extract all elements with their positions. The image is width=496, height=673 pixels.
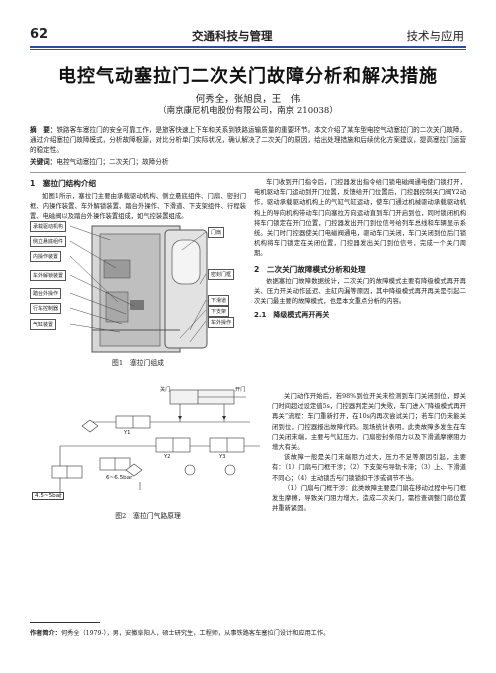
figure1-label: 承载驱动机构 (30, 221, 67, 232)
figure2-label-y2: Y2 (164, 454, 171, 460)
figure1-drawing (69, 225, 208, 353)
author-bio: 作者简介：何秀全（1979-），男，安徽阜阳人，硕士研究生，工程师，从事铁路客车… (30, 628, 466, 637)
figure2-label-y3: Y3 (219, 454, 226, 460)
section1-heading: 1 塞拉门结构介绍 (30, 179, 97, 188)
section1: 1 塞拉门结构介绍 如图1所示，塞拉门主要由承载驱动机构、侧立悬底组件、门扇、密… (30, 178, 246, 223)
right-column: 车门收到开门指令后，门控器发出指令给门锁电磁阀通电使门锁打开，电机驱动车门运动到… (254, 178, 466, 320)
figure1-label: 下支架 (208, 306, 230, 317)
header-rule-thin (30, 49, 466, 50)
header-rule (30, 46, 466, 48)
figure2: 6~6.5bar 4.5~5bar 关门 开门 Y1 Y2 Y3 (30, 386, 266, 504)
author-bio-text: 何秀全（1979-），男，安徽阜阳人，硕士研究生，工程师，从事铁路客车塞拉门设计… (60, 630, 330, 637)
journal-name: 交通科技与管理 (192, 29, 273, 43)
figure2-label-pressure-low: 4.5~5bar (32, 492, 65, 500)
section-name: 技术与应用 (406, 29, 465, 43)
section21-paragraph-1: 关门动作开始后，若98%到位开关未检测到车门关闭到位，即关门时间超过设定值5s，… (272, 393, 466, 452)
section21-heading: 2.1 降级模式再开再关 (254, 311, 330, 320)
figure1-label: 侧立悬底组件 (30, 236, 67, 247)
abstract-label: 摘 要： (30, 126, 57, 134)
figure2-label-y1: Y1 (124, 430, 131, 436)
right-paragraph-1: 车门收到开门指令后，门控器发出指令给门锁电磁阀通电使门锁打开，电机驱动车门运动到… (254, 179, 466, 258)
author-bio-label: 作者简介： (30, 630, 61, 637)
page-number: 62 (30, 27, 49, 42)
section2-heading: 2 二次关门故障模式分析和处理 (254, 264, 366, 274)
affiliation: （南京康尼机电股份有限公司，南京 210038） (158, 106, 338, 116)
keywords-label: 关键词： (30, 158, 57, 166)
figure2-label-close: 关门 (160, 387, 171, 393)
figure1-label: 行车控制器 (30, 303, 62, 314)
figure1-label: 踏台外操作 (30, 288, 62, 299)
keywords: 关键词：电控气动塞拉门；二次关门；故障分析 (30, 157, 466, 167)
abstract: 摘 要：铁路客车塞拉门的安全可靠工作，是旅客快速上下车和关系到铁路运输质量的重要… (30, 125, 466, 155)
figure1-label: 下滑道 (208, 295, 230, 306)
figure1-label: 内操作装置 (30, 251, 62, 262)
figure1-label: 车外操作 (208, 317, 235, 328)
section2-paragraph: 依据塞拉门故障数据统计，二次关门的故障模式主要有降级模式再开再关、压力开关动作延… (254, 277, 466, 306)
right-column-lower: 关门动作开始后，若98%到位开关未检测到车门关闭到位，即关门时间超过设定值5s，… (272, 392, 466, 514)
keywords-text: 电控气动塞拉门；二次关门；故障分析 (56, 158, 169, 166)
figure1-label: 密封门框 (208, 269, 235, 280)
section1-paragraph: 如图1所示，塞拉门主要由承载驱动机构、侧立悬底组件、门扇、密封门框、内操作装置、… (30, 193, 246, 221)
authors: 何秀全，张旭良，王 伟 (195, 94, 301, 105)
figure1: 承载驱动机构 侧立悬底组件 内操作装置 车外解锁装置 踏台外操作 行车控制器 气… (30, 220, 246, 356)
figure1-label: 气缸装置 (30, 319, 57, 330)
figure2-drawing (51, 389, 260, 498)
abstract-text: 铁路客车塞拉门的安全可靠工作，是旅客快速上下车和关系到铁路运输质量的重要环节。本… (30, 126, 467, 154)
section21-paragraph-2: 该故障一般是关门末端阻力过大，压力不足等原因引起，主要有：（1）门扇与门框干涉；… (272, 454, 466, 482)
figure2-label-pressure-high: 6~6.5bar (106, 475, 133, 481)
footnote-rule (30, 622, 100, 623)
figure1-label: 车外解锁装置 (30, 270, 67, 281)
figure2-caption: 图2 塞拉门气路原理 (115, 512, 181, 520)
section21-paragraph-3: （1）门扇与门框干涉：此类故障主要是门扇在移动过程中与门框发生摩擦，导致关门阻力… (272, 484, 466, 513)
figure1-caption: 图1 塞拉门组成 (112, 359, 164, 367)
abstract-separator (30, 172, 466, 173)
figure1-label: 门扇 (208, 227, 225, 238)
paper-title: 电控气动塞拉门二次关门故障分析和解决措施 (58, 66, 438, 87)
figure2-label-open: 开门 (235, 387, 246, 393)
